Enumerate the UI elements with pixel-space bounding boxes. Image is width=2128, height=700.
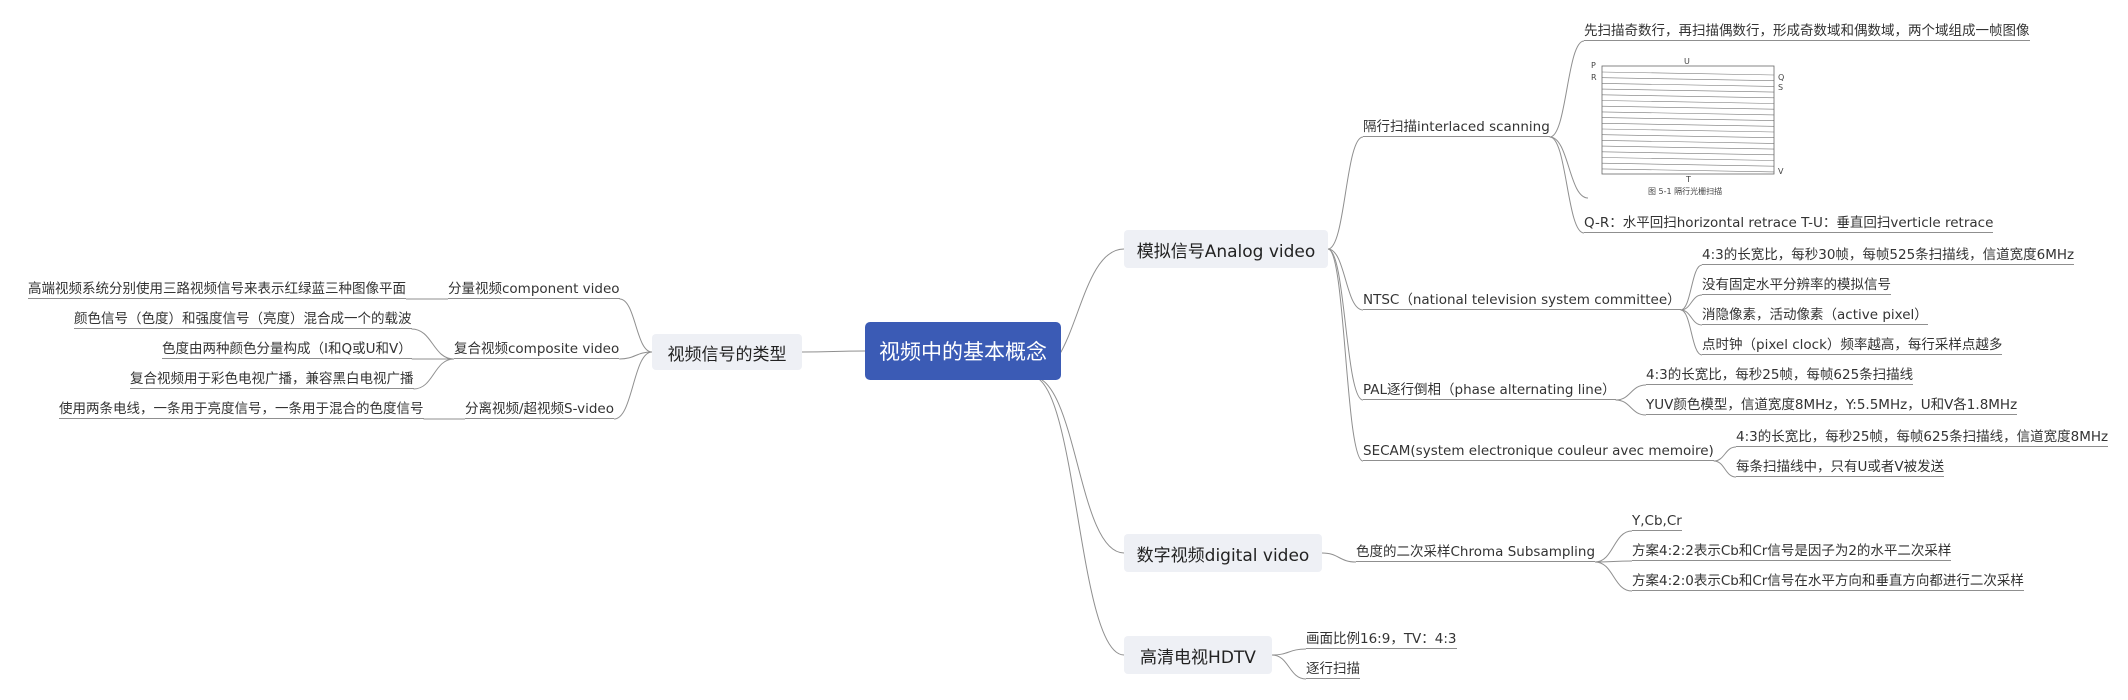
connector [1680,294,1703,311]
connector [1680,309,1703,356]
leaf-ntsc-resolution[interactable]: 没有固定水平分辨率的模拟信号 [1702,277,1891,295]
connector [1327,136,1364,250]
scan-line [1601,128,1775,133]
topic-digital-video[interactable]: 数字视频digital video [1124,534,1322,572]
subtopic-component-video[interactable]: 分量视频component video [448,281,620,299]
leaf-hdtv-aspect[interactable]: 画面比例16:9，TV：4:3 [1306,631,1457,649]
connector [1321,552,1357,563]
leaf-ntsc-spec[interactable]: 4:3的长宽比，每秒30帧，每帧525条扫描线，信道宽度6MHz [1702,247,2075,265]
topic-video-signal-types[interactable]: 视频信号的类型 [652,334,802,370]
leaf-secam-spec[interactable]: 4:3的长宽比，每秒25帧，每帧625条扫描线，信道宽度8MHz [1736,429,2109,447]
scan-line [1601,145,1775,150]
connector [1271,648,1307,656]
connector [1713,446,1737,462]
leaf-interlaced-odd-even[interactable]: 先扫描奇数行，再扫描偶数行，形成奇数域和偶数域，两个域组成一帧图像 [1584,23,2030,41]
connector [801,350,866,353]
leaf-s-video-desc[interactable]: 使用两条电线，一条用于亮度信号，一条用于混合的色度信号 [59,401,424,419]
connector [1549,40,1585,138]
connector [1327,248,1364,401]
figure-label-p: P [1591,61,1596,70]
leaf-pal-spec[interactable]: 4:3的长宽比，每秒25帧，每帧625条扫描线 [1646,367,1914,385]
subtopic-chroma-subsampling[interactable]: 色度的二次采样Chroma Subsampling [1356,544,1596,562]
interlaced-raster-figure: P R U Q S T V 图 5-1 隔行光栅扫描 [1588,57,1790,198]
subtopic-composite-video[interactable]: 复合视频composite video [454,341,620,359]
figure-caption: 图 5-1 隔行光栅扫描 [1648,186,1722,196]
topic-hdtv[interactable]: 高清电视HDTV [1124,636,1272,674]
leaf-composite-video-broadcast[interactable]: 复合视频用于彩色电视广播，兼容黑白电视广播 [130,371,414,389]
connector [413,358,455,390]
leaf-component-video-desc[interactable]: 高端视频系统分别使用三路视频信号来表示红绿蓝三种图像平面 [28,281,406,299]
scan-line [1601,151,1775,156]
subtopic-s-video[interactable]: 分离视频/超视频S-video [465,401,615,419]
leaf-ycbcr[interactable]: Y,Cb,Cr [1632,513,1682,531]
connector [1030,375,1125,554]
leaf-pal-yuv[interactable]: YUV颜色模型，信道宽度8MHz，Y:5.5MHz，U和V各1.8MHz [1646,397,2018,415]
leaf-secam-uv[interactable]: 每条扫描线中，只有U或者V被发送 [1736,459,1945,477]
scan-line [1601,105,1775,110]
scan-line [1601,100,1775,104]
figure-label-r: R [1591,73,1597,82]
connector [1595,530,1633,563]
scan-line [1601,83,1775,87]
connector [1549,136,1585,234]
scan-line [1601,134,1775,138]
scan-line [1601,94,1775,99]
scan-line [1601,117,1775,121]
connector [1595,560,1633,563]
leaf-420[interactable]: 方案4:2:0表示Cb和Cr信号在水平方向和垂直方向都进行二次采样 [1632,573,2024,591]
scan-line [1601,111,1775,116]
scan-line [1601,162,1775,167]
figure-label-q: Q [1778,73,1784,82]
scan-line [1601,88,1775,93]
connector [1327,248,1364,462]
connector [1680,264,1703,311]
connector [1595,561,1633,592]
leaf-ntsc-clock[interactable]: 点时钟（pixel clock）频率越高，每行采样点越多 [1702,337,2003,355]
scan-line [1601,157,1775,161]
leaf-ntsc-pixels[interactable]: 消隐像素，活动像素（active pixel） [1702,307,1928,325]
leaf-retrace[interactable]: Q-R：水平回扫horizontal retrace T-U：垂直回扫verti… [1584,215,1994,233]
subtopic-secam[interactable]: SECAM(system electronique couleur avec m… [1363,443,1714,461]
scan-line [1601,140,1775,144]
connector [619,298,653,353]
connector [1271,654,1307,680]
connector [1030,375,1125,656]
connector [619,351,653,360]
figure-label-t: T [1685,175,1691,184]
leaf-422[interactable]: 方案4:2:2表示Cb和Cr信号是因子为2的水平二次采样 [1632,543,1952,561]
topic-analog-video[interactable]: 模拟信号Analog video [1124,230,1328,268]
connector [411,328,455,360]
figure-label-u: U [1684,58,1690,66]
scan-line [1601,71,1775,76]
subtopic-pal[interactable]: PAL逐行倒相（phase alternating line） [1363,382,1616,400]
leaf-composite-video-carrier[interactable]: 颜色信号（色度）和强度信号（亮度）混合成一个的载波 [74,311,412,329]
raster-scan-diagram: P R U Q S T V 图 5-1 隔行光栅扫描 [1591,57,1784,196]
scan-line [1601,168,1775,173]
root-topic[interactable]: 视频中的基本概念 [865,322,1061,380]
scan-line [1601,123,1775,127]
connector [1615,384,1647,401]
connector [1327,248,1364,311]
connector [1549,136,1589,199]
leaf-composite-video-chroma[interactable]: 色度由两种颜色分量构成（I和Q或U和V） [162,341,412,359]
subtopic-interlaced-scanning[interactable]: 隔行扫描interlaced scanning [1363,119,1550,137]
connector [1713,460,1737,478]
leaf-hdtv-progressive[interactable]: 逐行扫描 [1306,661,1360,679]
figure-label-v: V [1778,167,1784,176]
subtopic-ntsc[interactable]: NTSC（national television system committe… [1363,292,1681,310]
connector [1615,399,1647,416]
scan-line [1601,77,1775,81]
figure-label-s: S [1778,83,1783,92]
connector [613,351,653,420]
